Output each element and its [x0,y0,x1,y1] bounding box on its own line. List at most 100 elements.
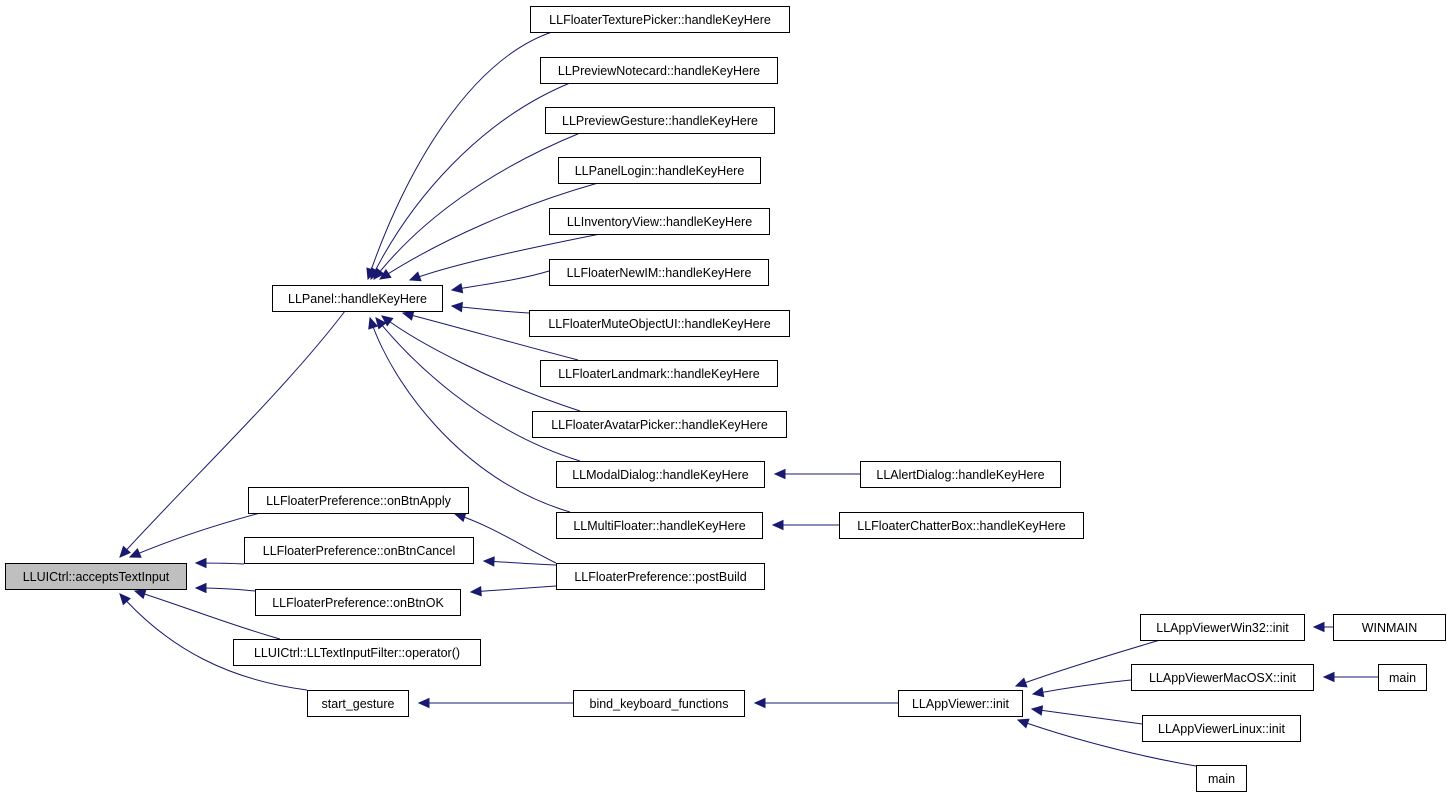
arrowhead-icon [1322,671,1335,683]
edge-line [367,31,553,280]
arrowhead-icon [381,315,394,327]
node-invview[interactable]: LLInventoryView::handleKeyHere [549,208,770,235]
node-label: LLInventoryView::handleKeyHere [567,215,752,229]
node-box[interactable] [556,512,763,539]
node-cancel[interactable]: LLFloaterPreference::onBtnCancel [244,537,474,564]
node-modal[interactable]: LLModalDialog::handleKeyHere [556,461,765,488]
node-label: LLFloaterChatterBox::handleKeyHere [857,519,1066,533]
node-panel[interactable]: LLPanel::handleKeyHere [272,285,443,312]
node-linux[interactable]: LLAppViewerLinux::init [1142,715,1301,742]
node-alert[interactable]: LLAlertDialog::handleKeyHere [860,461,1061,488]
call-edge-texpicker-to-panel [366,31,553,281]
node-macosx[interactable]: LLAppViewerMacOSX::init [1131,664,1314,691]
call-edge-alert-to-modal [773,468,860,480]
node-box[interactable] [1131,664,1314,691]
node-filter[interactable]: LLUICtrl::LLTextInputFilter::operator() [233,639,481,666]
node-box[interactable] [255,589,461,616]
arrowhead-icon [128,548,142,558]
edge-line [451,305,530,314]
call-edge-ok-to-accepts [194,582,256,594]
arrowhead-icon [119,545,131,558]
node-notecard[interactable]: LLPreviewNotecard::handleKeyHere [540,57,778,84]
arrowhead-icon [1031,686,1045,698]
node-apply[interactable]: LLFloaterPreference::onBtnApply [248,487,469,514]
node-win32[interactable]: LLAppViewerWin32::init [1140,614,1305,641]
arrowhead-icon [368,316,379,330]
call-edge-invview-to-panel [408,233,601,282]
node-main1[interactable]: main [1378,664,1427,691]
edge-line [119,310,346,558]
node-main2[interactable]: main [1196,765,1247,792]
node-box[interactable] [540,360,778,387]
arrowhead-icon [375,317,387,330]
edge-line [1032,679,1132,695]
node-box[interactable] [529,310,790,337]
node-label: LLFloaterPreference::onBtnOK [272,596,444,610]
arrowhead-icon [417,697,430,709]
node-box[interactable] [248,487,469,514]
node-texpicker[interactable]: LLFloaterTexturePicker::handleKeyHere [530,6,790,33]
call-edge-main1-to-macosx [1322,671,1378,683]
node-startg[interactable]: start_gesture [307,690,409,717]
edge-line [451,270,550,291]
call-edge-avpicker-to-panel [381,315,581,412]
node-ok[interactable]: LLFloaterPreference::onBtnOK [255,589,461,616]
node-box[interactable] [1142,715,1301,742]
node-chatter[interactable]: LLFloaterChatterBox::handleKeyHere [839,512,1084,539]
node-box[interactable] [530,6,790,33]
node-box[interactable] [898,690,1023,717]
node-landmark[interactable]: LLFloaterLandmark::handleKeyHere [540,360,778,387]
edge-line [373,132,581,280]
node-box[interactable] [839,512,1084,539]
node-label: LLPreviewGesture::handleKeyHere [562,114,758,128]
node-avpicker[interactable]: LLFloaterAvatarPicker::handleKeyHere [532,411,787,438]
node-box[interactable] [558,157,761,184]
call-edge-appinit-to-bindkb [753,697,898,709]
node-label: LLFloaterPreference::onBtnCancel [263,544,455,558]
node-newim[interactable]: LLFloaterNewIM::handleKeyHere [549,259,769,286]
edge-line [483,560,557,566]
node-label: main [1208,772,1235,786]
node-box[interactable] [532,411,787,438]
node-box[interactable] [1140,614,1305,641]
node-box[interactable] [1333,614,1446,641]
node-label: LLAppViewer::init [912,697,1010,711]
node-gesture[interactable]: LLPreviewGesture::handleKeyHere [545,107,775,134]
node-box[interactable] [5,563,187,590]
node-postbuild[interactable]: LLFloaterPreference::postBuild [556,563,765,590]
call-edge-macosx-to-appinit [1031,679,1132,698]
node-winmain[interactable]: WINMAIN [1333,614,1446,641]
call-edge-notecard-to-panel [370,82,571,281]
node-muteobj[interactable]: LLFloaterMuteObjectUI::handleKeyHere [529,310,790,337]
node-box[interactable] [549,208,770,235]
node-box[interactable] [573,690,745,717]
node-box[interactable] [860,461,1061,488]
node-appinit[interactable]: LLAppViewer::init [898,690,1023,717]
node-box[interactable] [540,57,778,84]
edge-line [402,312,579,361]
arrowhead-icon [119,593,131,606]
node-label: LLUICtrl::acceptsTextInput [23,570,170,584]
edge-line [1031,708,1143,725]
node-box[interactable] [545,107,775,134]
call-edge-modal-to-panel [375,317,581,462]
node-box[interactable] [549,259,769,286]
arrowhead-icon [773,468,786,480]
node-box[interactable] [1196,765,1247,792]
node-box[interactable] [272,285,443,312]
node-multi[interactable]: LLMultiFloater::handleKeyHere [556,512,763,539]
node-box[interactable] [1378,664,1427,691]
node-accepts[interactable]: LLUICtrl::acceptsTextInput [5,563,187,590]
arrowhead-icon [482,556,495,567]
node-box[interactable] [233,639,481,666]
call-edge-win32-to-appinit [1014,639,1161,688]
node-box[interactable] [556,461,765,488]
node-box[interactable] [556,563,765,590]
node-label: LLFloaterNewIM::handleKeyHere [567,266,752,280]
node-bindkb[interactable]: bind_keyboard_functions [573,690,745,717]
node-box[interactable] [307,690,409,717]
node-login[interactable]: LLPanelLogin::handleKeyHere [558,157,761,184]
arrowhead-icon [408,271,422,282]
node-box[interactable] [244,537,474,564]
